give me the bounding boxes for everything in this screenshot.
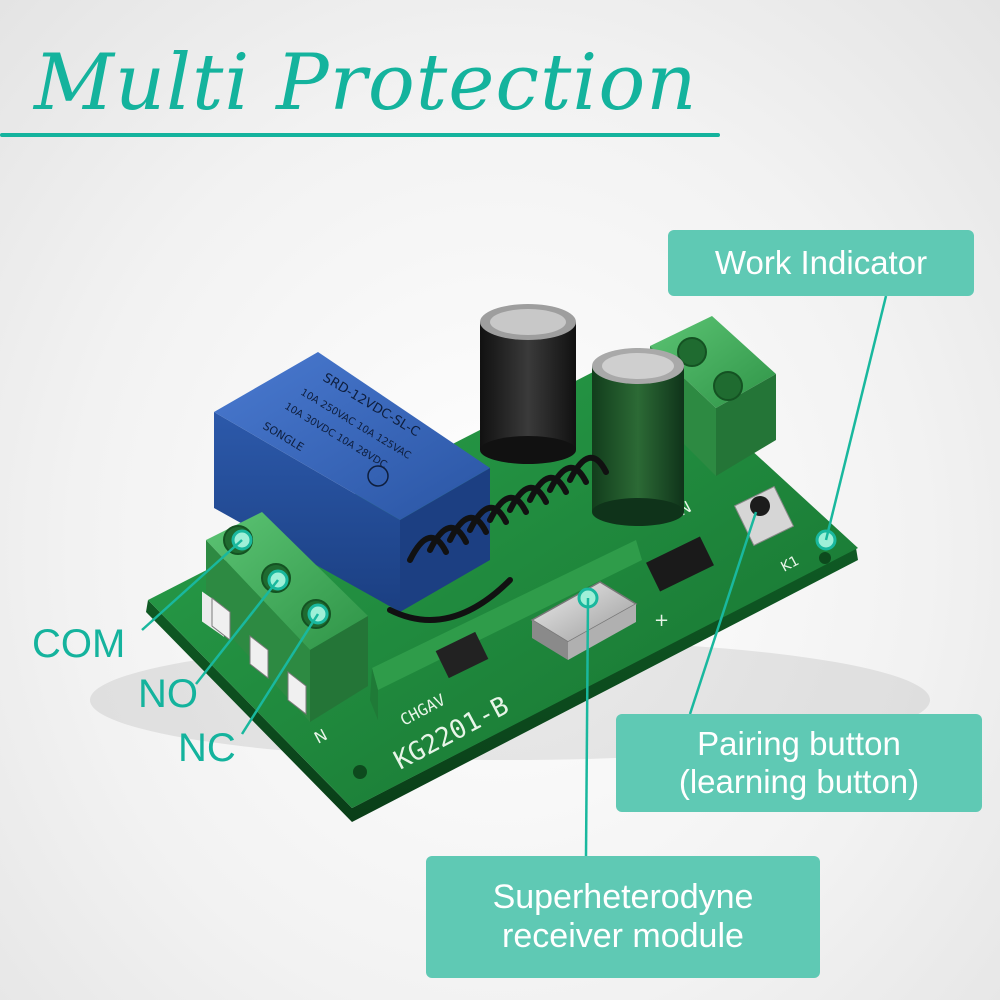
- button-label-text: K1: [778, 553, 801, 576]
- pairing-label-line2: (learning button): [678, 763, 920, 800]
- terminal-block-right: [650, 316, 776, 408]
- terminal-label-no: NO: [138, 672, 198, 716]
- relay-top: [214, 352, 490, 520]
- antenna-coil: [387, 454, 609, 623]
- receiver-label-line2: receiver module: [502, 917, 744, 955]
- ic-chip: [646, 536, 714, 592]
- capacitor-green: [592, 366, 684, 512]
- svg-text:+: +: [654, 610, 669, 631]
- title-underline: [0, 133, 720, 137]
- relay-front: [214, 412, 400, 612]
- work-indicator-callout: Work Indicator: [668, 230, 974, 296]
- work-indicator-label: Work Indicator: [714, 244, 928, 282]
- page-title: Multi Protection: [34, 38, 698, 128]
- pairing-button-callout: Pairing button (learning button): [616, 714, 982, 812]
- receiver-module-callout: Superheterodyne receiver module: [426, 856, 820, 978]
- capacitor-black: [480, 322, 576, 450]
- terminal-label-com: COM: [32, 622, 126, 666]
- terminal-label-nc: NC: [178, 726, 236, 770]
- pairing-label-line1: Pairing button: [697, 725, 901, 763]
- receiver-label-line1: Superheterodyne: [492, 877, 754, 916]
